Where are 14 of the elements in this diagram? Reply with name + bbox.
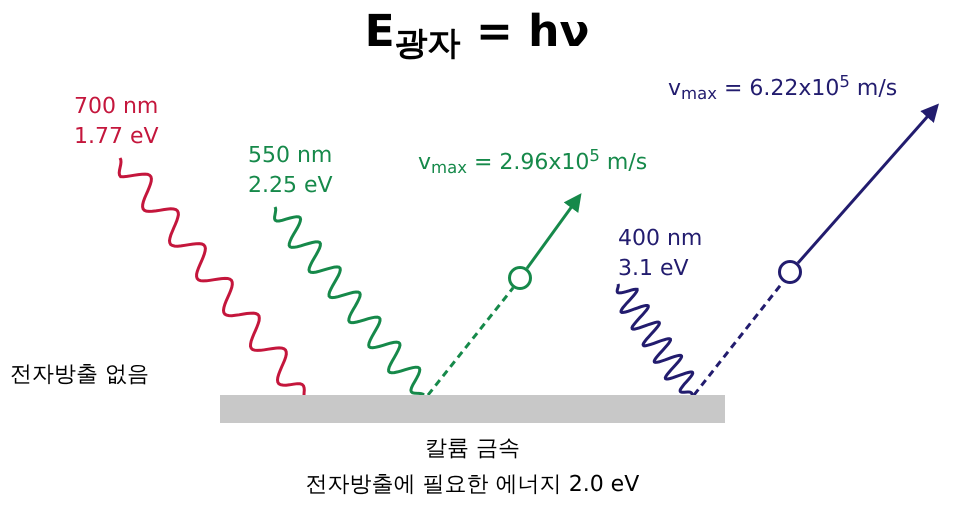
metal-plate <box>220 395 725 423</box>
velocity-label: v$_{max}$ = 6.22x10$^{5}$ m/s <box>668 72 898 105</box>
electron-arrow <box>796 104 939 264</box>
wavelength-energy-label: 400 nm 3.1 eV <box>618 225 704 283</box>
light-wave <box>273 206 424 396</box>
plate-caption: 전자방출에 필요한 에너지 2.0 eV <box>306 471 640 499</box>
light-wave <box>616 283 694 396</box>
velocity-label: v$_{max}$ = 2.96x10$^{5}$ m/s <box>418 146 648 179</box>
light-wave <box>118 158 306 396</box>
title: E$_{광자}$ = hν <box>364 5 590 59</box>
wavelength-energy-label: 550 nm 2.25 eV <box>248 142 334 200</box>
plate-caption: 칼륨 금속 <box>425 435 520 463</box>
note-label: 전자방출 없음 <box>10 361 149 389</box>
wavelength-energy-label: 700 nm 1.77 eV <box>74 93 160 151</box>
